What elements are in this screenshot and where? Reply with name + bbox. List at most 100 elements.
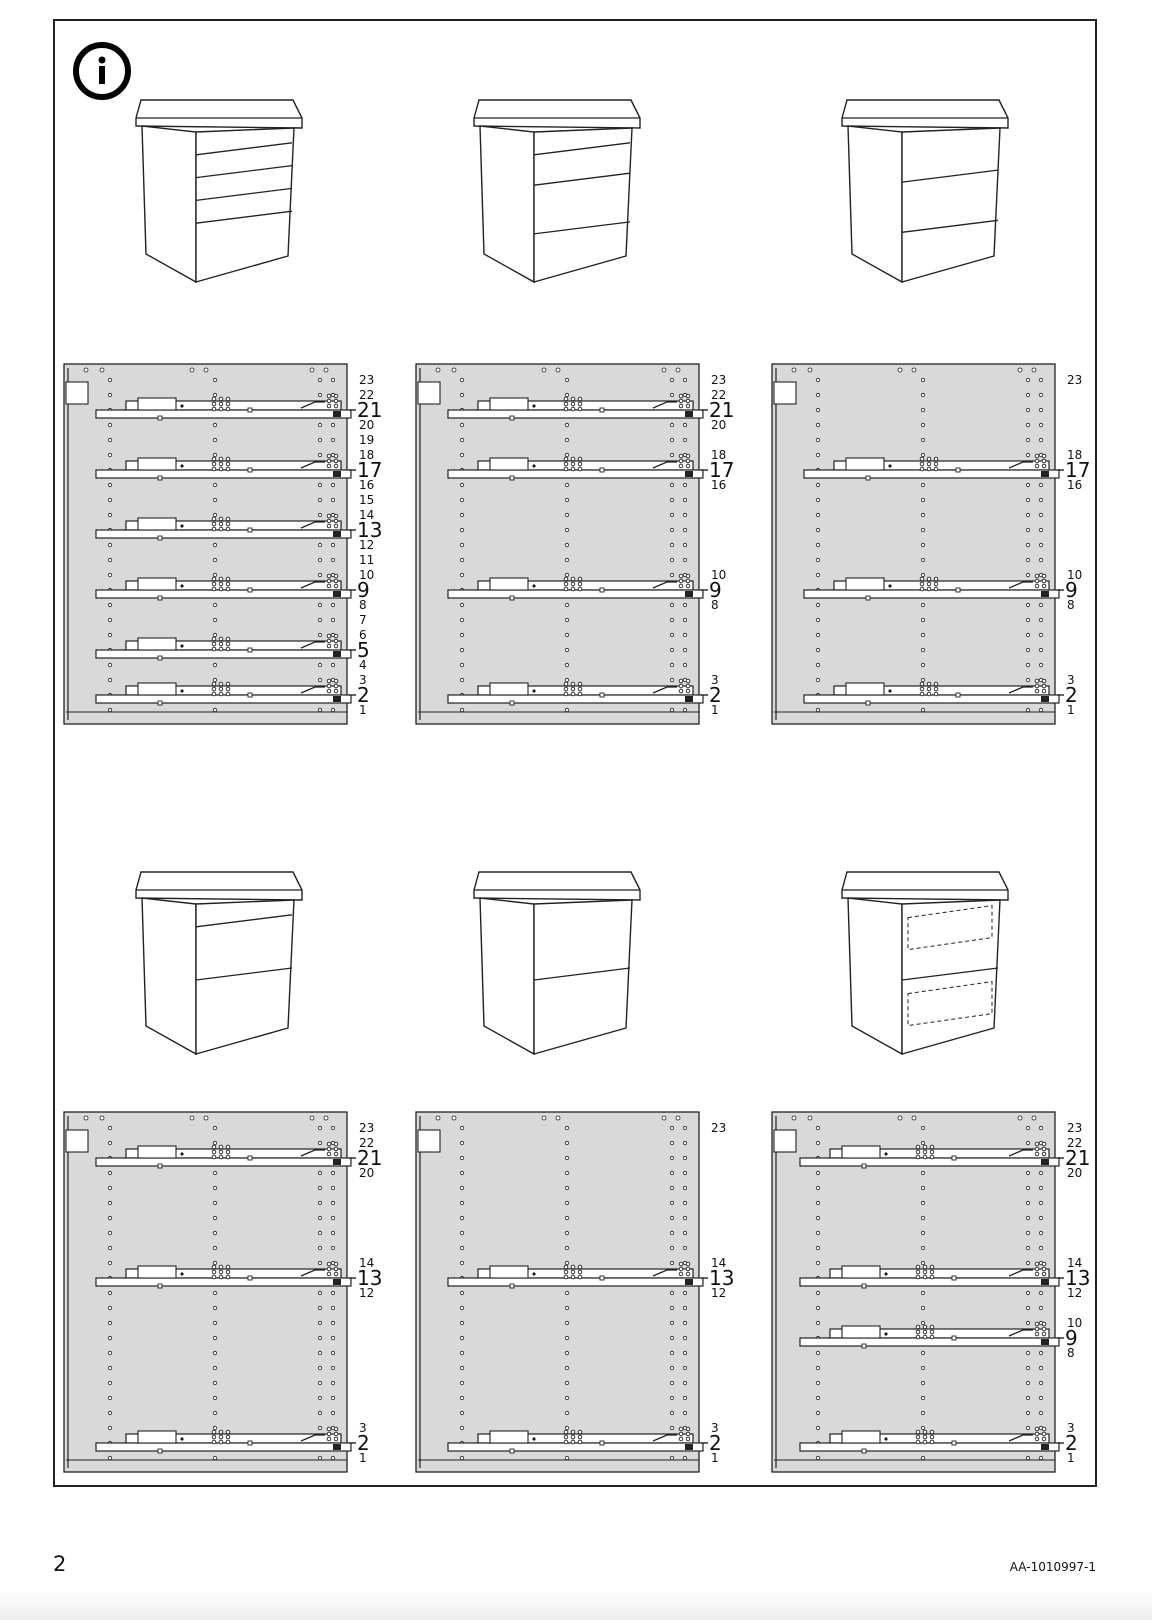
cabinet-side <box>141 125 197 284</box>
rail-screw-hole <box>570 681 576 687</box>
panel-hole <box>107 1290 113 1296</box>
panel-hole <box>564 452 570 458</box>
rail-screw-hole <box>563 581 569 587</box>
panel-hole <box>330 422 336 428</box>
panel-hole <box>212 1200 218 1206</box>
panel-hole <box>459 422 465 428</box>
panel-hole <box>1038 542 1044 548</box>
rail-rivet <box>532 464 536 468</box>
hole-number-label: 23 <box>1067 373 1082 387</box>
panel-hole <box>564 1260 570 1266</box>
rail-lower <box>95 1277 352 1287</box>
cabinet-top <box>473 871 641 901</box>
rail-front-hole <box>333 453 339 459</box>
panel-top-hole <box>897 1115 903 1121</box>
panel-hole <box>459 1380 465 1386</box>
rail-screw-hole <box>218 521 224 527</box>
rail-tab <box>861 1448 867 1454</box>
rail-screw-hole <box>218 466 224 472</box>
rail-screw-hole <box>225 1149 231 1155</box>
rail-screw-hole <box>570 581 576 587</box>
panel-hole <box>669 1380 675 1386</box>
rail-front-hole <box>1034 578 1040 584</box>
panel-hole <box>330 1185 336 1191</box>
panel-hole <box>920 1215 926 1221</box>
panel-hole <box>107 602 113 608</box>
cabinet-side <box>847 897 903 1056</box>
panel-hole <box>564 1395 570 1401</box>
panel-hole <box>682 1215 688 1221</box>
panel-top-hole <box>791 1115 797 1121</box>
side-panel <box>415 1111 700 1473</box>
panel-hole <box>1025 662 1031 668</box>
panel-hole <box>317 497 323 503</box>
rail-screw-hole <box>919 586 925 592</box>
panel-hole <box>1025 1245 1031 1251</box>
panel-hole <box>107 557 113 563</box>
hole-number-label: 14 <box>711 1256 726 1270</box>
panel-hole <box>564 1140 570 1146</box>
hole-number-label: 18 <box>1067 448 1082 462</box>
panel-hole <box>815 647 821 653</box>
panel-hole <box>815 1395 821 1401</box>
page-number: 2 <box>53 1552 67 1576</box>
panel-top-hole <box>661 367 667 373</box>
rail-screw-hole <box>211 586 217 592</box>
panel-hole <box>669 572 675 578</box>
rail-screw-hole <box>563 1269 569 1275</box>
rail-screw-hole <box>929 1274 935 1280</box>
rail-screw-hole <box>915 1334 921 1340</box>
rail-slider <box>489 682 529 696</box>
rail-end-stop <box>333 411 341 417</box>
cabinet-side <box>847 125 903 284</box>
rail-screw-hole <box>225 466 231 472</box>
panel-top-hole <box>911 367 917 373</box>
rail-screw-hole <box>563 1264 569 1270</box>
panel-hole <box>669 542 675 548</box>
info-icon-dot <box>98 56 106 64</box>
panel-hole <box>669 437 675 443</box>
panel-top-hole <box>203 367 209 373</box>
rail-tab <box>157 700 163 706</box>
rail-end-stop <box>333 1159 341 1165</box>
rail-tab <box>509 1283 515 1289</box>
panel-hole <box>459 1305 465 1311</box>
rail-front-hole <box>685 403 691 409</box>
rail-front-hole <box>333 1426 339 1432</box>
panel-top-hole <box>1031 1115 1037 1121</box>
rail-position-label: 13 <box>1065 1266 1090 1290</box>
panel-hole <box>815 542 821 548</box>
panel-top-hole <box>1017 1115 1023 1121</box>
panel-hole <box>920 602 926 608</box>
rail-screw-hole <box>211 581 217 587</box>
panel-hole <box>920 1245 926 1251</box>
rail-screw-hole <box>225 521 231 527</box>
panel-hole <box>682 527 688 533</box>
rail-screw-hole <box>211 681 217 687</box>
rail-front-hole <box>685 458 691 464</box>
panel-hole <box>669 1185 675 1191</box>
rail-front-hole <box>333 1151 339 1157</box>
panel-hole <box>1025 407 1031 413</box>
rail-screw-hole <box>218 691 224 697</box>
panel-hole <box>317 1320 323 1326</box>
hole-number-label: 3 <box>359 673 367 687</box>
panel-hole <box>815 407 821 413</box>
rail-front-hole <box>1034 1326 1040 1332</box>
rail-screw-hole <box>211 1154 217 1160</box>
hole-number-label: 15 <box>359 493 374 507</box>
panel-hole <box>107 1380 113 1386</box>
rail-slider <box>841 1325 881 1339</box>
rail-slider <box>137 577 177 591</box>
panel-hole <box>682 1350 688 1356</box>
panel-hole <box>669 662 675 668</box>
panel-hole <box>815 1245 821 1251</box>
panel-hole <box>1038 1230 1044 1236</box>
rail-screw-hole <box>563 681 569 687</box>
hole-number-label: 23 <box>1067 1121 1082 1135</box>
rail-slider <box>137 457 177 471</box>
hole-number-label: 23 <box>359 373 374 387</box>
panel-hole <box>212 1305 218 1311</box>
rail-screw-hole <box>570 401 576 407</box>
rail-front-hole <box>685 398 691 404</box>
